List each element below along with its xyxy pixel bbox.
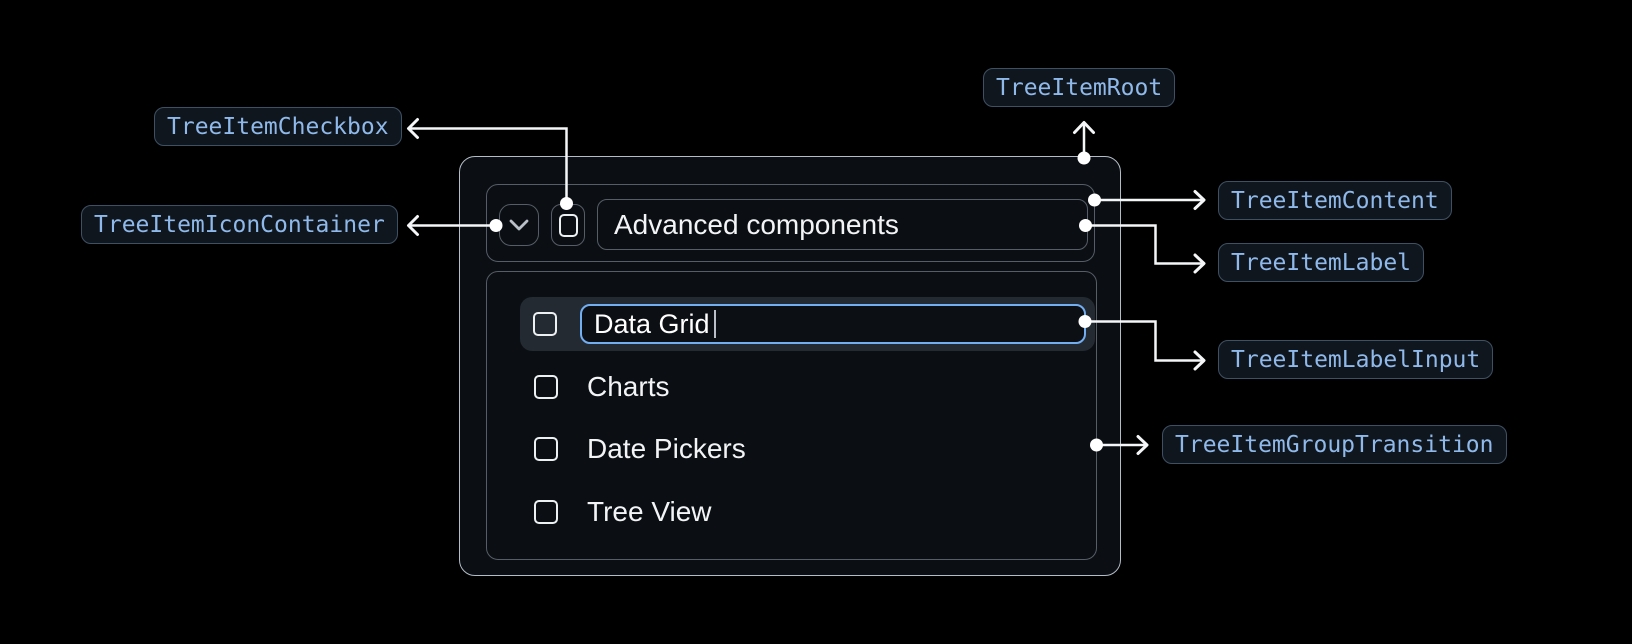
tree-item-label-text: Date Pickers	[587, 433, 746, 464]
tree-item-row[interactable]: Tree View	[520, 485, 1095, 539]
anatomy-chip-tree-item-root: TreeItemRoot	[983, 68, 1176, 107]
tree-item-group-transition: Data Grid Charts Date Pickers Tree View	[486, 271, 1097, 560]
tree-item-row-editing[interactable]: Data Grid	[520, 297, 1095, 351]
arrowhead-right-icon	[1193, 350, 1206, 371]
checkbox-unchecked-icon[interactable]	[534, 375, 558, 399]
arrowhead-right-icon	[1193, 253, 1206, 274]
checkbox-unchecked-icon[interactable]	[534, 500, 558, 524]
tree-item-icon-container[interactable]	[499, 204, 539, 246]
arrowhead-up-icon	[1073, 121, 1095, 134]
arrowhead-right-icon	[1136, 435, 1149, 455]
anatomy-chip-tree-item-label: TreeItemLabel	[1218, 243, 1425, 282]
arrowhead-left-icon	[407, 215, 419, 236]
label-input-value: Data Grid	[594, 308, 710, 339]
tree-item-row[interactable]: Charts	[520, 360, 1095, 414]
tree-item-label-text: Advanced components	[614, 208, 899, 240]
tree-item-label-input[interactable]: Data Grid	[580, 304, 1086, 344]
tree-item-label-text: Tree View	[587, 496, 712, 527]
tree-item-content[interactable]: Advanced components	[486, 184, 1095, 262]
arrowhead-right-icon	[1193, 190, 1206, 210]
checkbox-unchecked-icon	[558, 213, 578, 237]
anatomy-chip-tree-item-content: TreeItemContent	[1218, 181, 1452, 220]
tree-item-root: Advanced components Data Grid Charts Dat…	[459, 156, 1121, 576]
tree-item-label-text: Charts	[587, 371, 670, 402]
checkbox-unchecked-icon[interactable]	[533, 312, 557, 336]
tree-item-label: Advanced components	[597, 199, 1088, 250]
tree-item-row[interactable]: Date Pickers	[520, 422, 1095, 476]
anatomy-chip-tree-item-icon-container: TreeItemIconContainer	[81, 205, 398, 244]
anatomy-chip-tree-item-label-input: TreeItemLabelInput	[1218, 340, 1494, 379]
chevron-down-icon	[509, 219, 529, 231]
anatomy-chip-tree-item-checkbox: TreeItemCheckbox	[154, 107, 402, 146]
text-caret	[713, 310, 717, 338]
checkbox-unchecked-icon[interactable]	[534, 437, 558, 461]
arrowhead-left-icon	[407, 118, 419, 139]
tree-item-checkbox[interactable]	[551, 204, 585, 246]
anatomy-chip-tree-item-group-transition: TreeItemGroupTransition	[1162, 425, 1507, 464]
